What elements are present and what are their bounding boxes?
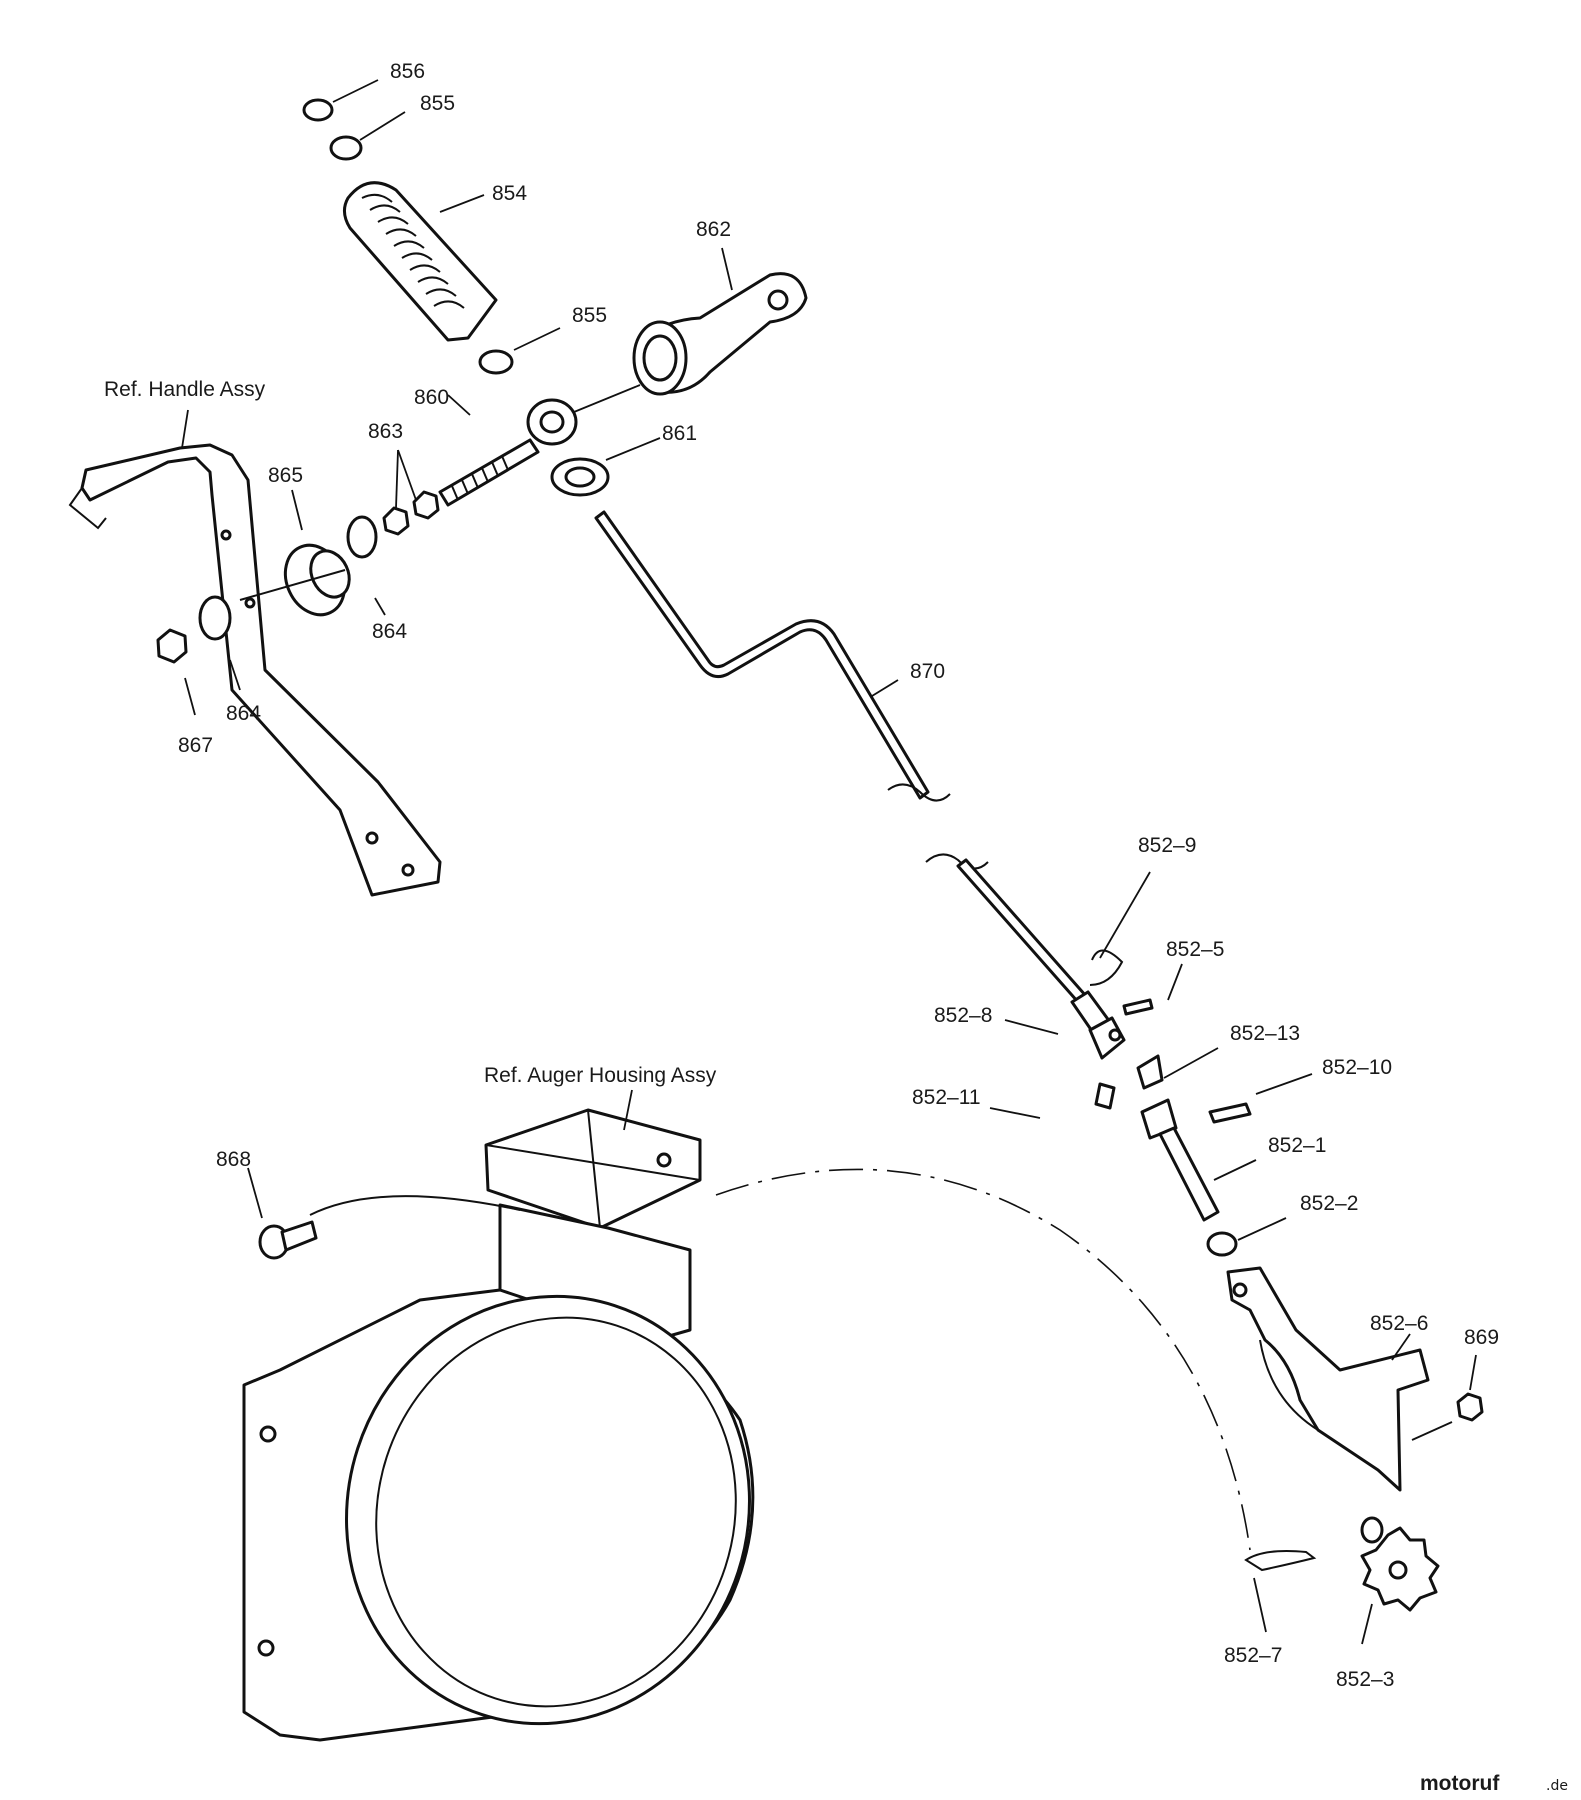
part-labels: 856 855 854 862 855 860 861 863 865 864 … <box>178 60 1499 1691</box>
label-852-5: 852–5 <box>1166 938 1224 961</box>
part-869-nut <box>1456 1392 1484 1422</box>
auger-housing <box>242 1108 755 1742</box>
part-861-bushing <box>550 457 610 497</box>
label-856: 856 <box>390 60 425 83</box>
label-861: 861 <box>662 422 697 445</box>
label-852-2: 852–2 <box>1300 1192 1358 1215</box>
part-863-nut-b <box>412 490 440 520</box>
assembly-path-line <box>715 1168 1251 1551</box>
label-867: 867 <box>178 734 213 757</box>
part-864-washer-a <box>346 515 378 559</box>
ref-handle-assy: Ref. Handle Assy <box>104 378 266 401</box>
label-852-6: 852–6 <box>1370 1312 1428 1335</box>
label-852-8: 852–8 <box>934 1004 992 1027</box>
label-852-10: 852–10 <box>1322 1056 1392 1079</box>
part-867-nut <box>156 628 188 664</box>
part-855-washer-b <box>478 349 514 375</box>
label-852-7: 852–7 <box>1224 1644 1282 1667</box>
label-852-11: 852–11 <box>912 1086 981 1109</box>
part-862-knob <box>632 272 808 396</box>
label-864-right: 864 <box>372 620 407 643</box>
ref-auger-housing-assy: Ref. Auger Housing Assy <box>484 1064 717 1087</box>
part-864-washer-b <box>198 595 232 641</box>
part-865-bushing <box>239 543 351 617</box>
label-868: 868 <box>216 1148 251 1171</box>
brand-suffix: .de <box>1546 1778 1568 1794</box>
part-852-3-gear <box>1360 1516 1440 1612</box>
brand-name: motoruf <box>1420 1772 1500 1795</box>
part-852-linkage <box>1070 949 1484 1612</box>
brand-watermark: motoruf .de <box>1420 1772 1568 1795</box>
part-860-eyebolt <box>438 398 578 507</box>
label-852-1: 852–1 <box>1268 1134 1326 1157</box>
label-855-mid: 855 <box>572 304 607 327</box>
part-854-grip <box>343 181 498 342</box>
part-863-nut-a <box>382 506 410 536</box>
label-854: 854 <box>492 182 527 205</box>
label-862: 862 <box>696 218 731 241</box>
label-863: 863 <box>368 420 403 443</box>
label-860: 860 <box>414 386 449 409</box>
cable-868 <box>309 1195 521 1216</box>
label-864-left: 864 <box>226 702 261 725</box>
label-852-9: 852–9 <box>1138 834 1196 857</box>
label-869: 869 <box>1464 1326 1499 1349</box>
label-865: 865 <box>268 464 303 487</box>
label-852-13: 852–13 <box>1230 1022 1300 1045</box>
part-870-rod <box>594 510 1088 1004</box>
label-852-3: 852–3 <box>1336 1668 1394 1691</box>
part-856-washer <box>302 98 334 122</box>
leader-lines <box>181 79 1477 1645</box>
label-855-top: 855 <box>420 92 455 115</box>
label-870: 870 <box>910 660 945 683</box>
part-855-washer-a <box>329 135 363 161</box>
part-852-7-clip <box>1244 1550 1317 1572</box>
part-868-bolt <box>258 1220 318 1260</box>
handle-assembly <box>68 443 442 897</box>
